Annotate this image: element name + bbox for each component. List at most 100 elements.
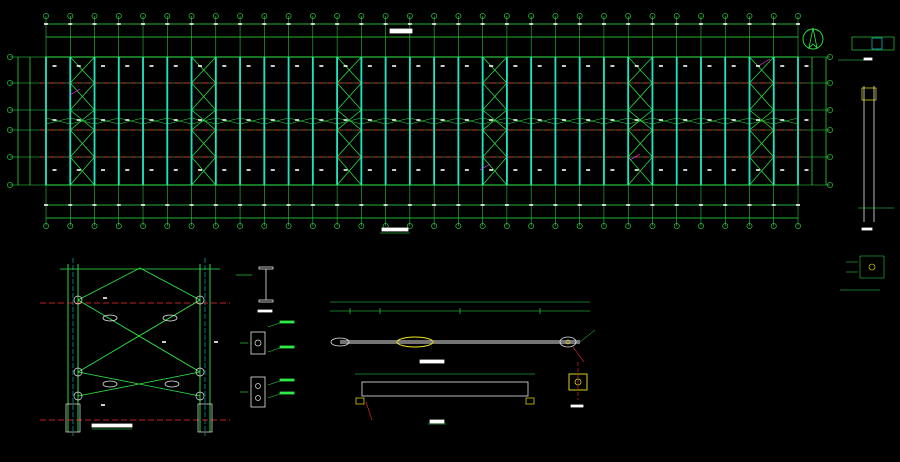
- dim-text-mark: [286, 23, 291, 25]
- dim-text-mark: [723, 204, 728, 206]
- dim-text-mark: [577, 23, 582, 25]
- dim-text-mark: [747, 23, 752, 25]
- column-axis-bubble-top: [722, 13, 729, 19]
- column-axis-bubble-top: [479, 13, 486, 19]
- tie-diagonal: [700, 117, 726, 125]
- row-axis-bubble-right: [827, 127, 833, 133]
- member-label-mark: [707, 119, 712, 121]
- dim-text-mark: [601, 23, 606, 25]
- member-label-mark: [173, 65, 178, 67]
- rod-eye-left: [330, 337, 350, 347]
- tie-diagonal: [628, 117, 653, 125]
- member-label-mark: [222, 65, 227, 67]
- member-label-mark: [392, 119, 397, 121]
- dim-text-mark: [44, 204, 48, 206]
- member-label-mark: [319, 65, 324, 67]
- dim-text-mark: [44, 23, 48, 25]
- row-axis-bubble-left: [7, 127, 13, 133]
- roof-brace-diagonal: [70, 56, 95, 84]
- column-axis-bubble-top: [115, 13, 122, 19]
- member-label-mark: [222, 119, 227, 121]
- row-axis-bubble-right: [827, 107, 833, 113]
- member-label-mark: [173, 169, 178, 171]
- gusset-plate: [73, 367, 83, 377]
- dim-text-mark: [116, 23, 121, 25]
- column-axis-bubble-top: [601, 13, 607, 19]
- tie-diagonal: [264, 117, 289, 125]
- tie-diagonal: [142, 117, 168, 125]
- dim-text-mark: [213, 204, 218, 206]
- plan-title-mark: [381, 227, 409, 232]
- member-label-mark: [246, 169, 251, 171]
- turnbuckle: [164, 380, 180, 388]
- dim-text-mark: [262, 23, 267, 25]
- row-axis-bubble-left: [7, 80, 13, 86]
- rod-pin: [565, 339, 571, 345]
- dim-text-mark: [214, 341, 218, 343]
- member-label-mark: [416, 119, 421, 121]
- column-axis-bubble-bottom: [115, 223, 122, 229]
- member-label-mark: [367, 119, 372, 121]
- north-arrow-icon: [802, 27, 824, 50]
- roof-brace-diagonal: [336, 109, 362, 131]
- leader-line: [267, 393, 281, 399]
- column-axis-bubble-top: [188, 13, 195, 19]
- section-aa-bolt: [574, 378, 582, 386]
- dim-text-mark: [771, 204, 776, 206]
- member-label-mark: [537, 119, 542, 121]
- dim-text-mark: [165, 204, 170, 206]
- column-axis-bubble-bottom: [285, 223, 292, 229]
- tie-diagonal: [167, 117, 192, 125]
- dim-text-mark: [674, 23, 679, 25]
- dim-text-mark: [310, 23, 315, 25]
- callout-mark: [279, 345, 295, 349]
- member-label-mark: [343, 65, 348, 67]
- member-label-mark: [707, 169, 712, 171]
- roof-brace-diagonal: [69, 156, 95, 186]
- member-label-mark: [634, 65, 639, 67]
- member-label-mark: [586, 169, 591, 171]
- lower-brace: [77, 371, 201, 397]
- strut-end-plate-right: [525, 397, 535, 405]
- member-label-mark: [755, 169, 760, 171]
- row-axis-bubble-right: [827, 154, 833, 160]
- dim-text-mark: [103, 297, 107, 299]
- roof-brace-diagonal: [191, 156, 217, 186]
- member-label-mark: [513, 65, 518, 67]
- member-label-mark: [731, 65, 736, 67]
- upper-brace: [139, 267, 201, 301]
- member-label-mark: [658, 65, 663, 67]
- roof-brace-diagonal: [749, 109, 774, 131]
- tie-diagonal: [749, 117, 774, 125]
- row-axis-bubble-right: [827, 80, 833, 86]
- column-axis-bubble-top: [698, 13, 704, 19]
- dim-text-mark: [529, 23, 534, 25]
- column-axis-bubble-top: [67, 13, 74, 19]
- dim-text-mark: [577, 204, 582, 206]
- dim-text-mark: [238, 23, 243, 25]
- rod-title-mark: [419, 359, 445, 364]
- member-label-mark: [658, 119, 663, 121]
- roof-brace-diagonal: [749, 82, 775, 111]
- member-label-mark: [755, 65, 760, 67]
- side-column-detail: [838, 36, 895, 291]
- member-label-mark: [416, 65, 421, 67]
- member-label-mark: [416, 169, 421, 171]
- base-detail: [859, 255, 885, 279]
- callout-mark: [279, 378, 295, 382]
- column-axis-bubble-top: [140, 13, 146, 19]
- column-axis-bubble-bottom: [795, 223, 801, 229]
- upper-brace: [77, 267, 141, 301]
- row-axis-bubble-right: [827, 182, 833, 188]
- column-axis-bubble-bottom: [552, 223, 559, 229]
- north-arrow-circle: [802, 28, 824, 50]
- tie-diagonal: [45, 117, 71, 125]
- dim-text-mark: [698, 204, 703, 206]
- member-label-mark: [76, 169, 81, 171]
- callout-mark: [279, 391, 295, 395]
- column-axis-bubble-bottom: [261, 223, 268, 229]
- dim-text-mark: [432, 23, 437, 25]
- roof-brace-diagonal: [69, 129, 95, 158]
- dim-text-mark: [310, 204, 315, 206]
- column-axis-bubble-bottom: [649, 223, 656, 229]
